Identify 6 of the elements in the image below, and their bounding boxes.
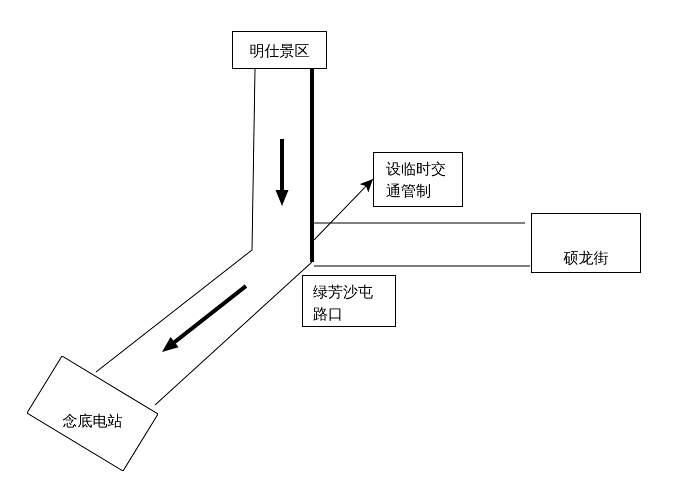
place-box: 念底电站 [27, 356, 158, 471]
arrow [314, 178, 374, 240]
note-box: 设临时交通管制 [373, 152, 463, 207]
place-box: 硕龙街 [531, 213, 641, 273]
place-box: 绿芳沙屯路口 [302, 275, 396, 327]
place-box: 明仕景区 [232, 31, 327, 69]
